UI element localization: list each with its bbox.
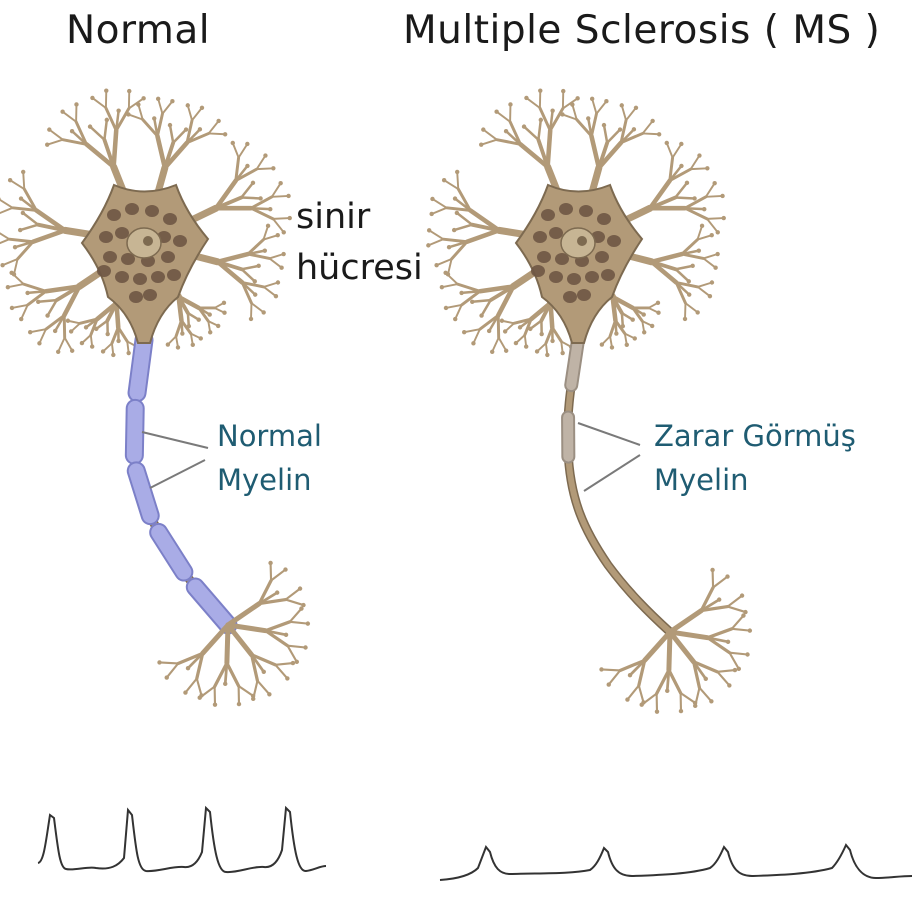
ms-axon-outline <box>563 335 675 637</box>
nerve-cell-label-line1: sinir <box>296 197 371 237</box>
normal-title: Normal <box>66 8 211 53</box>
ms-axon <box>564 337 673 635</box>
normal-neuron <box>0 88 311 707</box>
nerve-cell-label-line2: hücresi <box>296 247 423 288</box>
ms-neuron <box>426 88 753 714</box>
damaged-myelin-label-line2: Myelin <box>654 462 749 497</box>
damaged-myelin-label: Zarar Görmüş Myelin <box>654 415 856 502</box>
normal-nucleolus <box>143 236 153 246</box>
ms-axon-terminal <box>599 567 753 714</box>
ms-nucleolus <box>577 236 587 246</box>
normal-myelin-label-line1: Normal <box>217 419 322 453</box>
ms-cell-granules <box>531 203 621 303</box>
ms-signal-trace <box>439 843 913 881</box>
normal-signal-trace <box>37 805 327 874</box>
nerve-cell-label: sinir hücresi <box>296 192 423 294</box>
ms-title: Multiple Sclerosis ( MS ) <box>403 8 881 53</box>
damaged-myelin-label-line1: Zarar Görmüş <box>654 419 856 453</box>
normal-myelin-label-line2: Myelin <box>217 462 312 497</box>
normal-axon-terminal <box>157 560 311 707</box>
normal-myelin-pointer <box>141 431 209 489</box>
normal-cell-granules <box>97 203 187 303</box>
normal-myelin-label: Normal Myelin <box>217 415 322 502</box>
damaged-myelin-pointer <box>577 422 641 492</box>
